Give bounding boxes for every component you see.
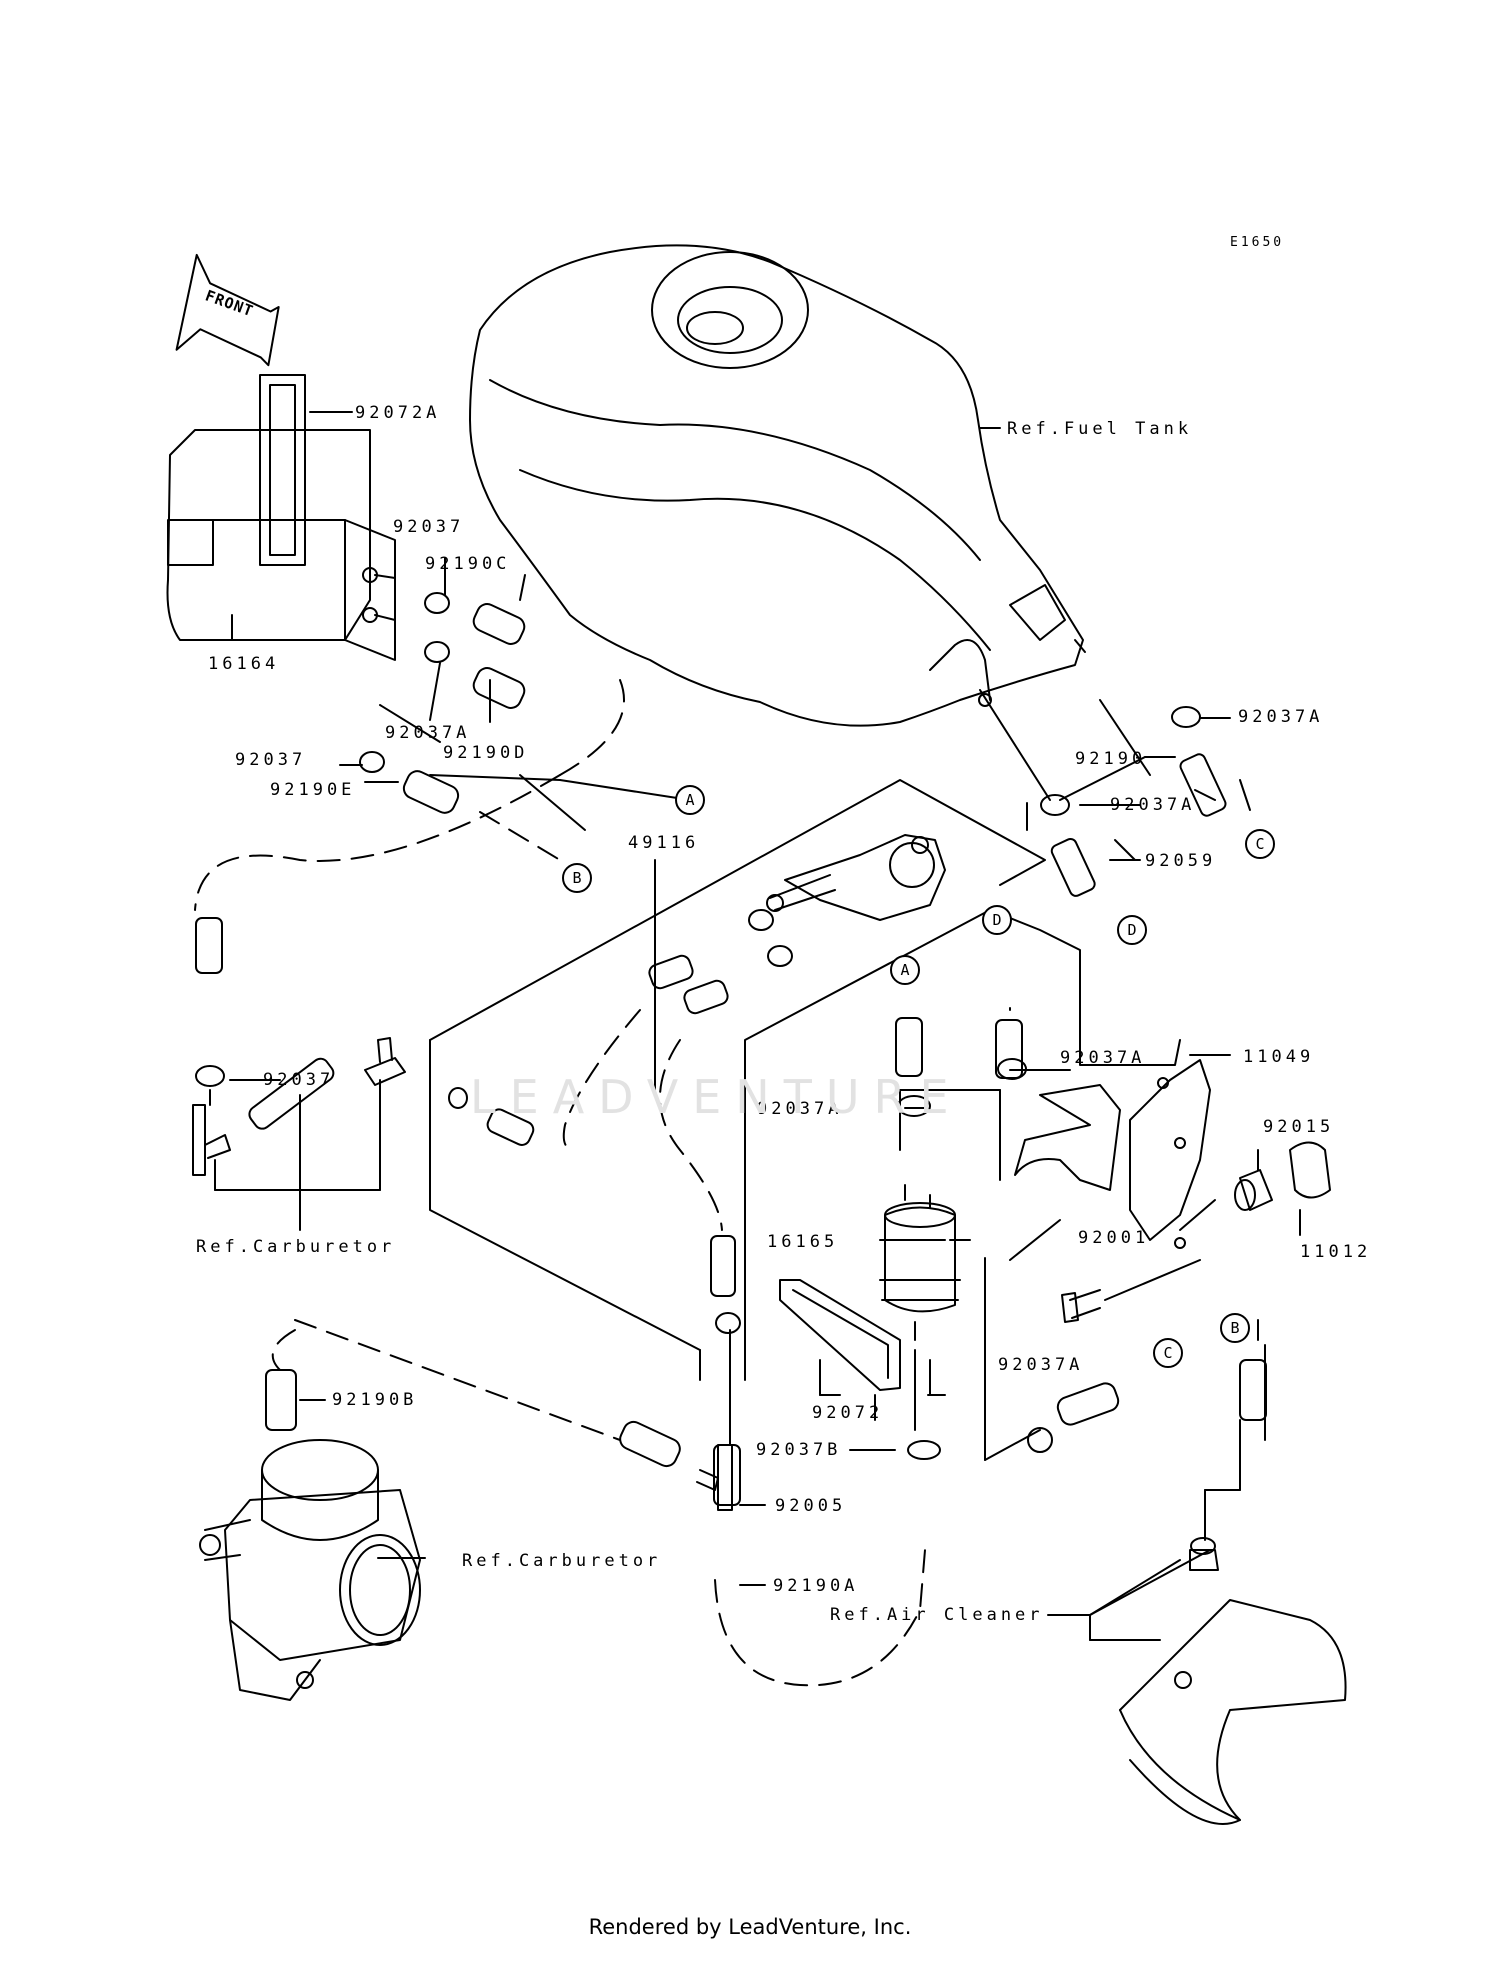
label-92037-mid: 92037	[235, 750, 306, 770]
label-92037A-c1: 92037A	[1060, 1048, 1145, 1068]
callout-C1	[1245, 829, 1275, 859]
label-92059: 92059	[1145, 851, 1216, 871]
callout-letter-D2: D	[992, 911, 1001, 929]
assembly-frame	[429, 779, 1181, 1381]
callout-letter-B2: B	[1230, 1319, 1239, 1337]
label-ref-fuel-tank: Ref.Fuel Tank	[1007, 419, 1192, 439]
callout-D2	[982, 905, 1012, 935]
diagram-code: E1650	[1230, 235, 1284, 250]
fuel-cock	[766, 834, 946, 921]
label-16165: 16165	[767, 1232, 838, 1252]
hardware-parts	[1061, 1141, 1331, 1323]
callout-letter-D1: D	[1127, 921, 1136, 939]
label-92072: 92072	[812, 1403, 883, 1423]
callout-B1	[562, 863, 592, 893]
label-92190: 92190	[1075, 749, 1146, 769]
label-92190C: 92190C	[425, 554, 510, 574]
callout-D1	[1117, 915, 1147, 945]
label-92190E: 92190E	[270, 780, 355, 800]
callout-letter-B1: B	[572, 869, 581, 887]
callout-B2	[1220, 1313, 1250, 1343]
label-92001: 92001	[1078, 1228, 1149, 1248]
label-ref-carburetor-left: Ref.Carburetor	[196, 1237, 395, 1257]
leader-lines	[209, 411, 1301, 1641]
callout-letter-A1: A	[685, 791, 694, 809]
label-16164: 16164	[208, 654, 279, 674]
label-ref-carburetor-main: Ref.Carburetor	[462, 1551, 661, 1571]
label-92037A-r1: 92037A	[1238, 707, 1323, 727]
label-92190D: 92190D	[443, 743, 528, 763]
t-joints	[192, 1037, 733, 1511]
carburetor	[199, 1439, 421, 1701]
clamp-rings	[195, 592, 1201, 1460]
label-92037A-r2: 92037A	[1110, 795, 1195, 815]
label-92005: 92005	[775, 1496, 846, 1516]
fuel-tank	[469, 244, 1086, 727]
hose-segments	[195, 603, 1267, 1506]
label-92037-top: 92037	[393, 517, 464, 537]
label-92037A-c2: 92037A	[757, 1099, 842, 1119]
callout-A1	[675, 785, 705, 815]
callout-letter-C2: C	[1163, 1344, 1172, 1362]
label-92015: 92015	[1263, 1117, 1334, 1137]
fuel-pump	[879, 1184, 961, 1341]
watermark: LEADVENTURE	[470, 1070, 963, 1124]
label-92190B: 92190B	[332, 1390, 417, 1410]
front-arrow-icon	[175, 253, 280, 367]
dashed-hoses	[194, 679, 926, 1687]
labels: E1650 FRONT 92072A 92037 92190C 16164 92…	[196, 235, 1371, 1625]
label-ref-air-cleaner: Ref.Air Cleaner	[830, 1605, 1044, 1625]
label-92037-carb: 92037	[263, 1070, 334, 1090]
callout-letter-C1: C	[1255, 835, 1264, 853]
label-92037A-low: 92037A	[998, 1355, 1083, 1375]
label-11012: 11012	[1300, 1242, 1371, 1262]
label-11049: 11049	[1243, 1047, 1314, 1067]
label-49116: 49116	[628, 833, 699, 853]
callout-circles	[562, 785, 1275, 1368]
callout-letter-A2: A	[900, 961, 909, 979]
label-92190A: 92190A	[773, 1576, 858, 1596]
callout-C2	[1153, 1338, 1183, 1368]
footer-credit: Rendered by LeadVenture, Inc.	[588, 1915, 912, 1939]
label-92037A-left: 92037A	[385, 723, 470, 743]
label-92037B: 92037B	[756, 1440, 841, 1460]
bracket-11049	[1014, 1059, 1211, 1249]
callout-A2	[890, 955, 920, 985]
canister-16164	[166, 374, 396, 661]
label-92072A: 92072A	[355, 403, 440, 423]
band-92072	[779, 1279, 901, 1391]
